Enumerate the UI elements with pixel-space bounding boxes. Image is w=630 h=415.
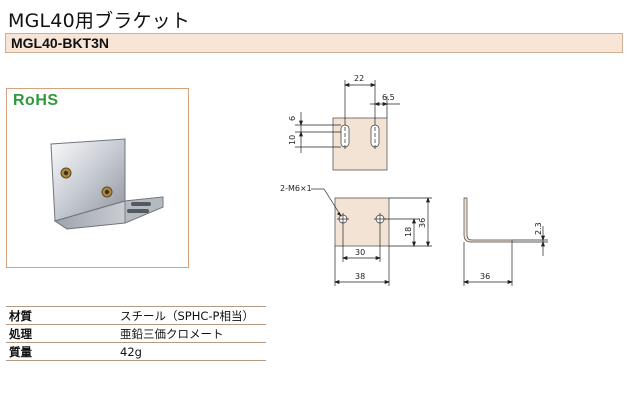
spec-table: 材質 スチール（SPHC-P相当） 処理 亜鉛三価クロメート 質量 42g xyxy=(6,306,266,361)
dim-thickness: 2.3 xyxy=(534,222,543,235)
dim-hole-pitch: 30 xyxy=(355,248,365,257)
dimension-drawing: 22 6.5 6 10 2-M6×1 30 38 18 3 xyxy=(280,74,548,286)
model-number: MGL40-BKT3N xyxy=(11,35,110,51)
dim-hole-note: 2-M6×1 xyxy=(280,184,312,193)
dim-hole-height: 18 xyxy=(404,227,413,237)
spec-value: スチール（SPHC-P相当） xyxy=(117,306,266,325)
spec-row-finish: 処理 亜鉛三価クロメート xyxy=(6,324,266,343)
bracket-photo-illustration xyxy=(50,138,164,230)
front-view xyxy=(311,188,432,286)
dim-side-depth: 36 xyxy=(480,272,490,281)
side-view xyxy=(463,197,548,286)
spec-value: 亜鉛三価クロメート xyxy=(117,324,266,343)
dim-slot-offset: 6.5 xyxy=(382,93,395,102)
spec-value: 42g xyxy=(117,342,266,361)
top-view xyxy=(295,80,400,171)
spec-key: 質量 xyxy=(6,342,117,361)
product-photo-frame: RoHS xyxy=(6,88,189,268)
dim-slot-pitch: 10 xyxy=(288,135,297,145)
spec-key: 処理 xyxy=(6,324,117,343)
page-title: MGL40用ブラケット xyxy=(8,10,191,32)
dim-height: 36 xyxy=(418,218,427,228)
model-number-bar: MGL40-BKT3N xyxy=(5,33,623,53)
spec-row-material: 材質 スチール（SPHC-P相当） xyxy=(6,306,266,325)
spec-key: 材質 xyxy=(6,306,117,325)
dim-slot-length: 6 xyxy=(288,116,297,121)
rohs-badge: RoHS xyxy=(13,92,59,109)
dim-top-width: 22 xyxy=(354,74,364,83)
spec-row-mass: 質量 42g xyxy=(6,342,266,361)
dim-width: 38 xyxy=(355,272,365,281)
